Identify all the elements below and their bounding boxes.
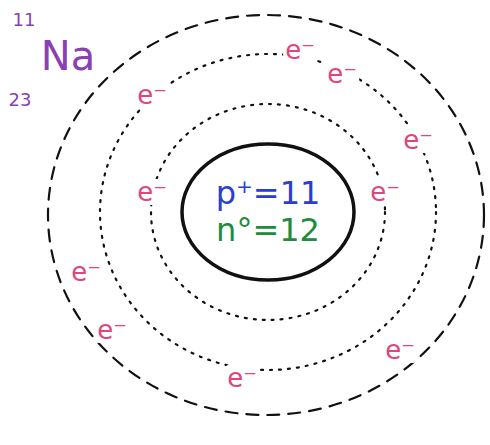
- electron: e⁻: [383, 337, 417, 363]
- electron: e⁻: [283, 37, 317, 63]
- nucleus: p⁺=11n°=12: [180, 142, 356, 282]
- neutron-count: n°=12: [216, 212, 320, 249]
- electron: e⁻: [135, 179, 169, 205]
- electron: e⁻: [401, 127, 435, 153]
- nucleus-ring: [182, 144, 354, 280]
- electron: e⁻: [95, 317, 129, 343]
- middle-shell: [100, 54, 436, 370]
- electron: e⁻: [135, 82, 169, 108]
- electron: e⁻: [325, 61, 359, 87]
- electron: e⁻: [69, 259, 103, 285]
- element-symbol: Na: [41, 36, 95, 76]
- electron: e⁻: [225, 365, 259, 391]
- proton-count: p⁺=11: [216, 175, 321, 212]
- inner-shell: [151, 104, 385, 320]
- outer-shell: [48, 15, 484, 415]
- electron: e⁻: [368, 179, 402, 205]
- mass-number: 23: [9, 91, 32, 109]
- atomic-number: 11: [13, 11, 36, 29]
